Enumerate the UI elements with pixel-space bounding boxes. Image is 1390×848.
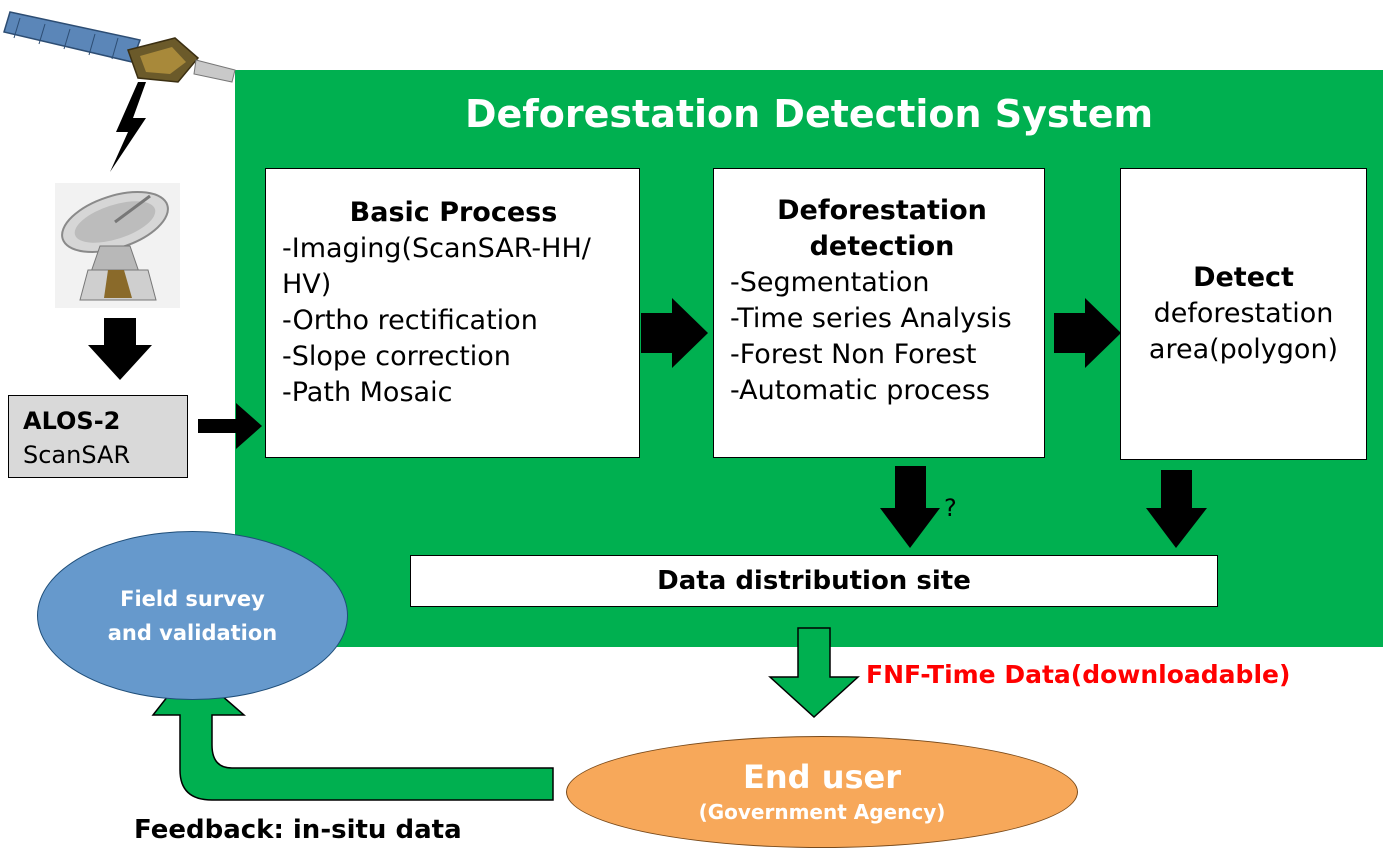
alos-name: ALOS-2: [23, 407, 121, 435]
data-distribution-label: Data distribution site: [657, 566, 971, 596]
end-user-subtitle: (Government Agency): [698, 800, 946, 824]
deforestation-heading-line2: detection: [809, 231, 955, 262]
basic-process-item: -Slope correction: [282, 341, 511, 372]
arrow-defor-to-distribution: [880, 466, 940, 548]
arrow-defor-to-detect: [1054, 298, 1121, 368]
end-user-ellipse: End user (Government Agency): [566, 736, 1078, 848]
arrow-alos-to-basic: [198, 403, 262, 449]
arrow-antenna-to-alos: [88, 318, 152, 380]
deforestation-item: -Time series Analysis: [730, 303, 1012, 334]
deforestation-heading-line1: Deforestation: [777, 195, 987, 226]
antenna-dish-icon: [55, 183, 180, 308]
system-title: Deforestation Detection System: [464, 92, 1154, 136]
basic-process-item: -Ortho rectification: [282, 305, 538, 336]
lightning-icon: [110, 82, 146, 172]
end-user-title: End user: [743, 758, 901, 796]
detect-line: deforestation: [1153, 298, 1334, 329]
detect-heading: Detect: [1193, 262, 1294, 293]
arrow-basic-to-defor: [641, 298, 708, 368]
alos-mode: ScanSAR: [23, 441, 131, 469]
basic-process-heading: Basic Process: [349, 197, 558, 228]
data-distribution-site-box: Data distribution site: [410, 555, 1218, 607]
arrow-distribution-to-enduser: [768, 627, 860, 719]
feedback-label: Feedback: in-situ data: [134, 815, 462, 845]
question-mark: ?: [944, 494, 957, 522]
deforestation-item: -Automatic process: [730, 375, 990, 406]
satellite-icon: [3, 11, 236, 83]
basic-process-box: Basic Process -Imaging(ScanSAR-HH/ HV) -…: [265, 168, 640, 458]
fnf-time-data-label: FNF-Time Data(downloadable): [866, 660, 1291, 689]
arrow-detect-to-distribution: [1146, 470, 1207, 548]
basic-process-item: -Imaging(ScanSAR-HH/: [282, 233, 591, 264]
basic-process-item: -Path Mosaic: [282, 377, 453, 408]
deforestation-item: -Forest Non Forest: [730, 339, 977, 370]
alos-scansar-box: ALOS-2 ScanSAR: [8, 395, 188, 478]
field-survey-line2: and validation: [107, 620, 278, 645]
detect-line: area(polygon): [1148, 334, 1339, 365]
deforestation-item: -Segmentation: [730, 267, 930, 298]
field-survey-ellipse: Field survey and validation: [37, 531, 348, 700]
deforestation-detection-box: Deforestation detection -Segmentation -T…: [713, 168, 1045, 458]
basic-process-item: HV): [282, 269, 332, 300]
field-survey-line1: Field survey: [120, 586, 265, 611]
detect-box: Detect deforestation area(polygon): [1120, 168, 1367, 460]
